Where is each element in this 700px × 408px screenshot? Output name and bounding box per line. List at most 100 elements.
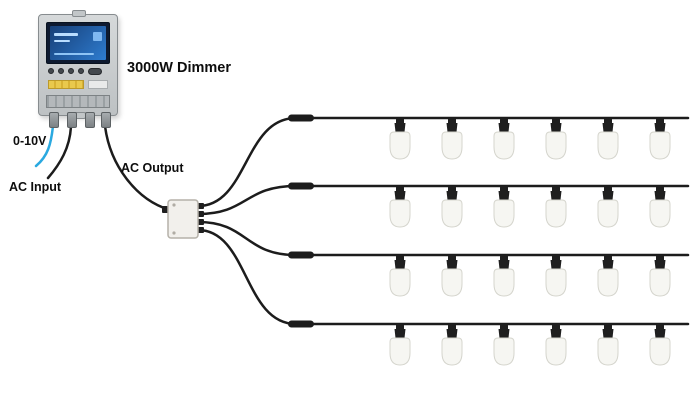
bulb-socket-cap	[396, 324, 404, 330]
bulb-socket-cap	[448, 255, 456, 261]
bulb-glass	[441, 268, 463, 297]
cable-gland	[67, 112, 77, 128]
bulb-socket-cap	[500, 255, 508, 261]
bulb-glass	[493, 337, 515, 366]
bulb-glass	[441, 199, 463, 228]
bulb-glass	[389, 199, 411, 228]
bulb-socket	[654, 123, 666, 132]
control-signal-label: 0-10V	[13, 134, 47, 148]
bulb-socket-cap	[448, 118, 456, 124]
light-bulb	[389, 255, 411, 297]
light-bulb	[649, 324, 671, 366]
control-wire-0-10v	[34, 124, 55, 168]
terminal-block	[46, 95, 110, 108]
light-bulb	[545, 186, 567, 228]
bulb-socket-cap	[552, 255, 560, 261]
screen-graphic	[54, 40, 70, 42]
bulb-socket-cap	[552, 324, 560, 330]
bulb-glass	[441, 337, 463, 366]
light-bulb	[441, 118, 463, 160]
splitter-screw	[172, 203, 176, 207]
bulb-socket	[602, 260, 614, 269]
bulb-socket-cap	[500, 186, 508, 192]
light-bulb	[441, 324, 463, 366]
mount-tab-top	[72, 10, 86, 17]
bulb-glass	[441, 131, 463, 160]
bulb-glass	[545, 131, 567, 160]
light-bulb	[493, 118, 515, 160]
bulb-socket	[602, 123, 614, 132]
light-bulb	[493, 255, 515, 297]
screen-graphic	[54, 33, 78, 36]
dimmer-button-icon	[68, 68, 74, 74]
bulb-glass	[493, 268, 515, 297]
bulb-socket	[654, 329, 666, 338]
bulb-glass	[597, 268, 619, 297]
feeder-wire	[196, 220, 298, 257]
string-plug	[288, 320, 314, 328]
bulb-glass	[597, 131, 619, 160]
ac-input-label: AC Input	[9, 180, 62, 194]
bulb-socket	[550, 191, 562, 200]
dimmer-button-icon	[48, 68, 54, 74]
dimmer-unit	[38, 10, 118, 128]
bulb-socket-cap	[396, 255, 404, 261]
light-bulb	[441, 255, 463, 297]
warning-label	[48, 80, 84, 89]
light-bulb	[545, 118, 567, 160]
light-bulb	[493, 186, 515, 228]
bulb-socket-cap	[656, 255, 664, 261]
bulb-socket-cap	[396, 118, 404, 124]
feeder-wire	[196, 116, 298, 208]
bulb-socket-cap	[552, 118, 560, 124]
bulb-socket	[446, 329, 458, 338]
splitter-screw	[172, 231, 176, 235]
bulb-socket	[498, 260, 510, 269]
ac-output-wire	[103, 124, 172, 212]
bulb-socket	[446, 191, 458, 200]
string-plug	[288, 182, 314, 190]
bulb-socket-cap	[656, 186, 664, 192]
bulb-socket	[498, 123, 510, 132]
bulb-glass	[545, 199, 567, 228]
bulb-glass	[493, 131, 515, 160]
bulb-socket	[394, 191, 406, 200]
bulb-glass	[545, 268, 567, 297]
bulb-glass	[389, 337, 411, 366]
bulb-socket-cap	[500, 324, 508, 330]
feeder-wire	[196, 228, 298, 326]
bulb-socket	[602, 191, 614, 200]
bulb-glass	[649, 131, 671, 160]
bulb-glass	[597, 199, 619, 228]
bulb-socket-cap	[396, 186, 404, 192]
splitter-box	[167, 199, 199, 239]
light-bulb	[389, 186, 411, 228]
bulb-socket-cap	[604, 186, 612, 192]
light-bulb	[597, 186, 619, 228]
bulb-socket	[498, 329, 510, 338]
spec-sticker	[88, 80, 108, 89]
bulb-glass	[649, 268, 671, 297]
bulb-socket	[446, 123, 458, 132]
ac-input-wire	[46, 124, 73, 180]
bulb-glass	[597, 337, 619, 366]
screen-graphic	[93, 32, 102, 41]
dimmer-buttons	[48, 67, 102, 75]
dimmer-button-icon	[78, 68, 84, 74]
bulb-socket-cap	[656, 324, 664, 330]
light-bulb	[389, 118, 411, 160]
light-bulb	[493, 324, 515, 366]
bulb-glass	[649, 337, 671, 366]
bulb-socket	[654, 260, 666, 269]
bulb-glass	[389, 268, 411, 297]
bulb-socket-cap	[448, 186, 456, 192]
bulb-socket-cap	[448, 324, 456, 330]
cable-gland	[49, 112, 59, 128]
bulb-socket-cap	[604, 255, 612, 261]
dimmer-button-icon	[88, 67, 102, 75]
string-plug	[288, 114, 314, 122]
light-bulb	[649, 118, 671, 160]
light-bulb	[441, 186, 463, 228]
bulb-glass	[389, 131, 411, 160]
